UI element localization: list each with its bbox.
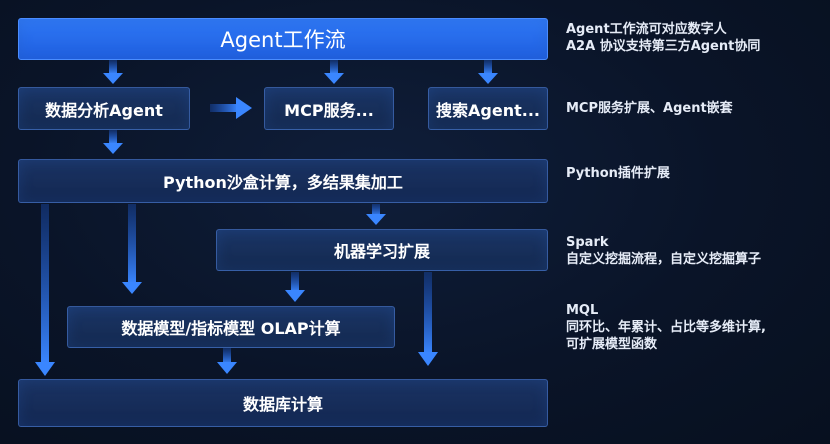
search-agent-box[interactable]: 搜索Agent... (428, 87, 548, 130)
workflow-note-line1: Agent工作流可对应数字人 (566, 22, 727, 37)
arrow-workflow-to-search (478, 60, 498, 84)
spark-note-line1: Spark (566, 235, 609, 250)
mcp-service-box[interactable]: MCP服务... (264, 87, 394, 130)
workflow-note-line2: A2A 协议支持第三方Agent协同 (566, 39, 761, 54)
spark-note-line2: 自定义挖掘流程，自定义挖掘算子 (566, 252, 762, 267)
arrow-model-to-database (217, 348, 237, 374)
python-note: Python插件扩展 (566, 165, 670, 182)
mql-note-line1: MQL (566, 303, 599, 318)
arrow-ml-to-database (418, 272, 438, 366)
arrow-workflow-to-analysis (103, 60, 123, 84)
arrow-workflow-to-mcp (324, 60, 344, 84)
mcp-note: MCP服务扩展、Agent嵌套 (566, 100, 733, 117)
spark-note: Spark 自定义挖掘流程，自定义挖掘算子 (566, 234, 761, 268)
arrow-analysis-to-python (103, 130, 123, 154)
python-sandbox-box[interactable]: Python沙盒计算，多结果集加工 (18, 159, 548, 203)
data-analysis-agent-box[interactable]: 数据分析Agent (18, 87, 190, 130)
database-compute-box[interactable]: 数据库计算 (18, 379, 548, 427)
arrow-python-to-ml (366, 204, 386, 225)
python-note-line: Python插件扩展 (566, 166, 670, 181)
arrow-python-to-database (35, 204, 55, 376)
arrow-python-to-model (122, 204, 142, 294)
mql-note: MQL 同环比、年累计、占比等多维计算, 可扩展模型函数 (566, 302, 766, 353)
ml-extension-box[interactable]: 机器学习扩展 (216, 229, 548, 271)
workflow-note: Agent工作流可对应数字人 A2A 协议支持第三方Agent协同 (566, 21, 760, 55)
agent-workflow-box[interactable]: Agent工作流 (18, 18, 548, 60)
mql-note-line2: 同环比、年累计、占比等多维计算, (566, 320, 766, 335)
arrow-ml-to-model (285, 272, 305, 302)
mcp-note-line: MCP服务扩展、Agent嵌套 (566, 101, 733, 116)
mql-note-line3: 可扩展模型函数 (566, 337, 658, 352)
arrow-analysis-to-mcp (210, 97, 252, 119)
data-model-olap-box[interactable]: 数据模型/指标模型 OLAP计算 (67, 306, 395, 348)
